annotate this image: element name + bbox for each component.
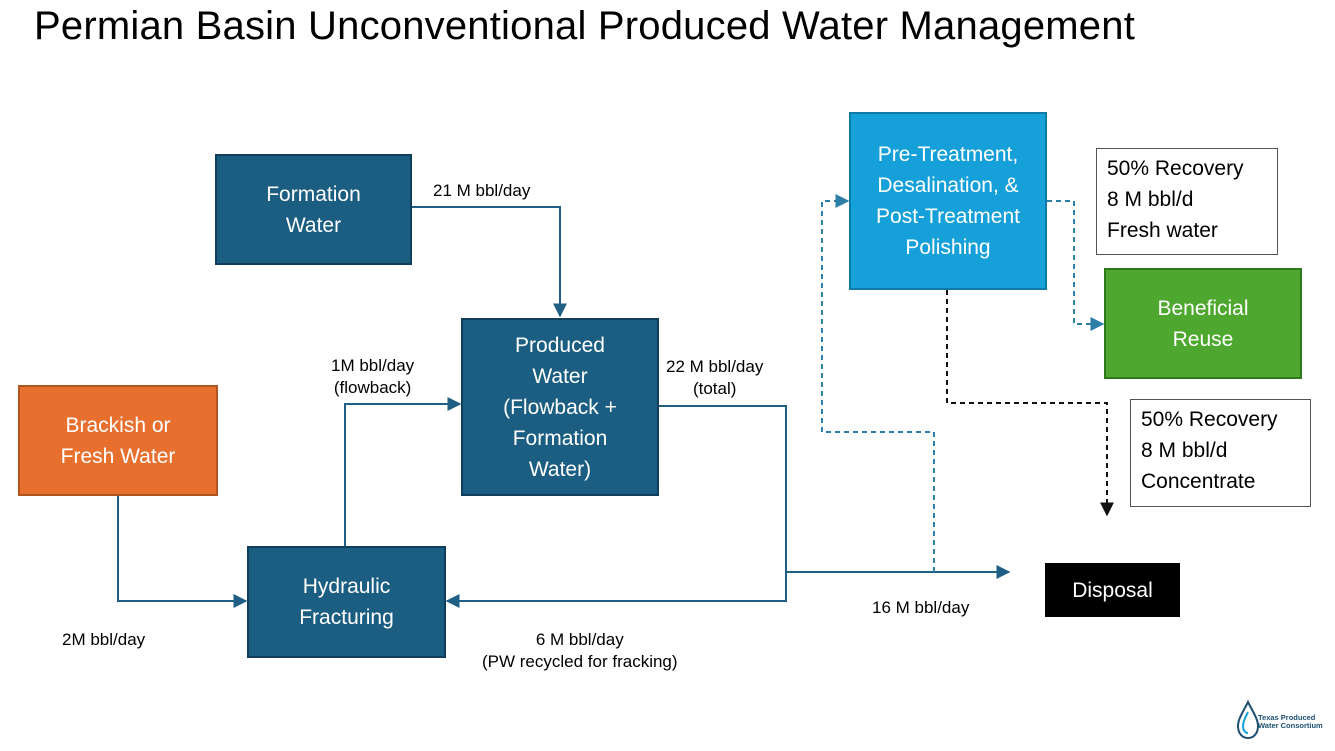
disposal-node: Disposal — [1045, 563, 1180, 617]
label-brackish-flow: 2M bbl/day — [62, 630, 146, 649]
label-recycled: 6 M bbl/day(PW recycled for fracking) — [482, 630, 678, 671]
arrow-to-treatment — [821, 194, 935, 572]
arrow-flowback — [344, 397, 462, 546]
arrow-brackish-to-fracking — [117, 496, 248, 608]
arrow-produced-total — [659, 405, 787, 572]
treatment-node: Pre-Treatment,Desalination, &Post-Treatm… — [849, 112, 1047, 290]
label-formation-flow: 21 M bbl/day — [433, 181, 531, 200]
label-disposal-flow: 16 M bbl/day — [872, 598, 970, 617]
page-title: Permian Basin Unconventional Produced Wa… — [34, 4, 1136, 48]
arrow-concentrate — [946, 290, 1114, 517]
label-total: 22 M bbl/day(total) — [666, 357, 764, 398]
water-drop-logo-icon — [1236, 700, 1260, 740]
arrow-formation-to-produced — [412, 206, 567, 318]
arrow-recycle — [445, 572, 787, 608]
arrow-to-reuse — [1047, 200, 1105, 331]
label-flowback: 1M bbl/day(flowback) — [331, 356, 415, 397]
